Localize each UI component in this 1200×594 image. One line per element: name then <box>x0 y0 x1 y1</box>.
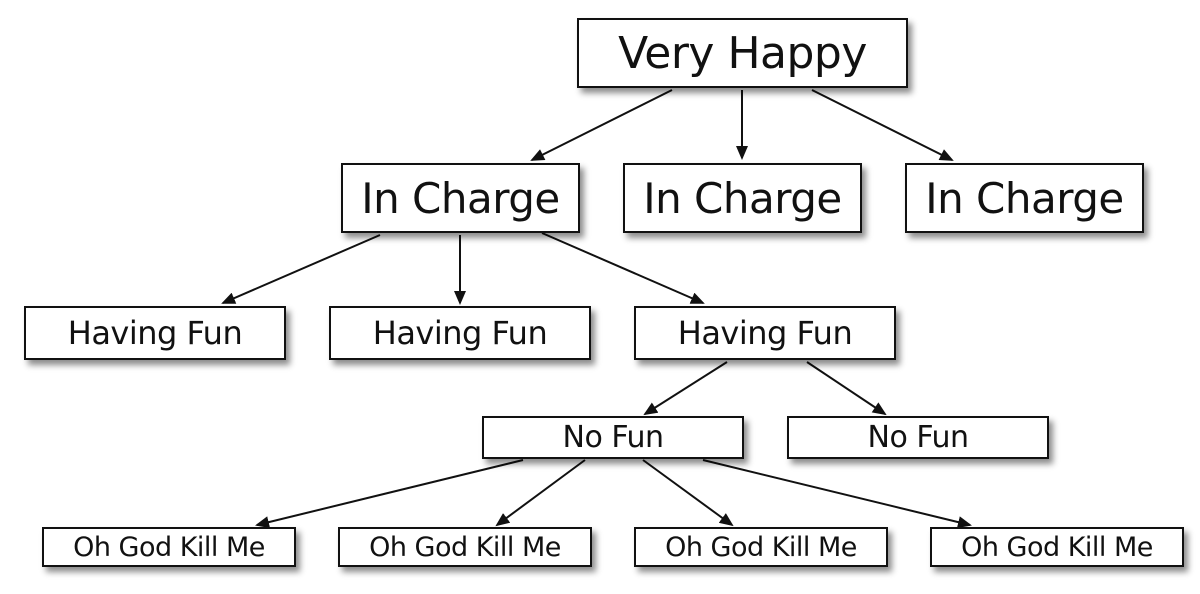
edge-in-charge-1-to-having-fun-3 <box>541 232 705 304</box>
node-having-fun-3: Having Fun <box>634 306 896 360</box>
edge-root-to-in-charge-3 <box>811 89 954 161</box>
edge-in-charge-1-to-having-fun-1 <box>221 234 381 304</box>
node-oh-god-kill-me-3: Oh God Kill Me <box>634 527 888 567</box>
node-oh-god-kill-me-4: Oh God Kill Me <box>930 527 1184 567</box>
node-no-fun-1: No Fun <box>482 416 744 459</box>
edge-having-fun-3-to-no-fun-1 <box>643 361 728 416</box>
node-no-fun-2: No Fun <box>787 416 1049 459</box>
node-oh-god-kill-me-2: Oh God Kill Me <box>338 527 592 567</box>
node-very-happy: Very Happy <box>577 18 908 88</box>
node-in-charge-1: In Charge <box>341 163 580 233</box>
edge-no-fun-1-to-kill-me-1 <box>255 459 524 528</box>
node-having-fun-2: Having Fun <box>329 306 591 360</box>
edge-root-to-in-charge-1 <box>530 89 673 161</box>
edge-no-fun-1-to-kill-me-4 <box>702 459 972 528</box>
node-having-fun-1: Having Fun <box>24 306 286 360</box>
node-oh-god-kill-me-1: Oh God Kill Me <box>42 527 296 567</box>
edge-no-fun-1-to-kill-me-2 <box>495 459 586 527</box>
node-in-charge-3: In Charge <box>905 163 1144 233</box>
edge-no-fun-1-to-kill-me-3 <box>642 459 734 527</box>
node-in-charge-2: In Charge <box>623 163 862 233</box>
edge-having-fun-3-to-no-fun-2 <box>806 361 887 416</box>
